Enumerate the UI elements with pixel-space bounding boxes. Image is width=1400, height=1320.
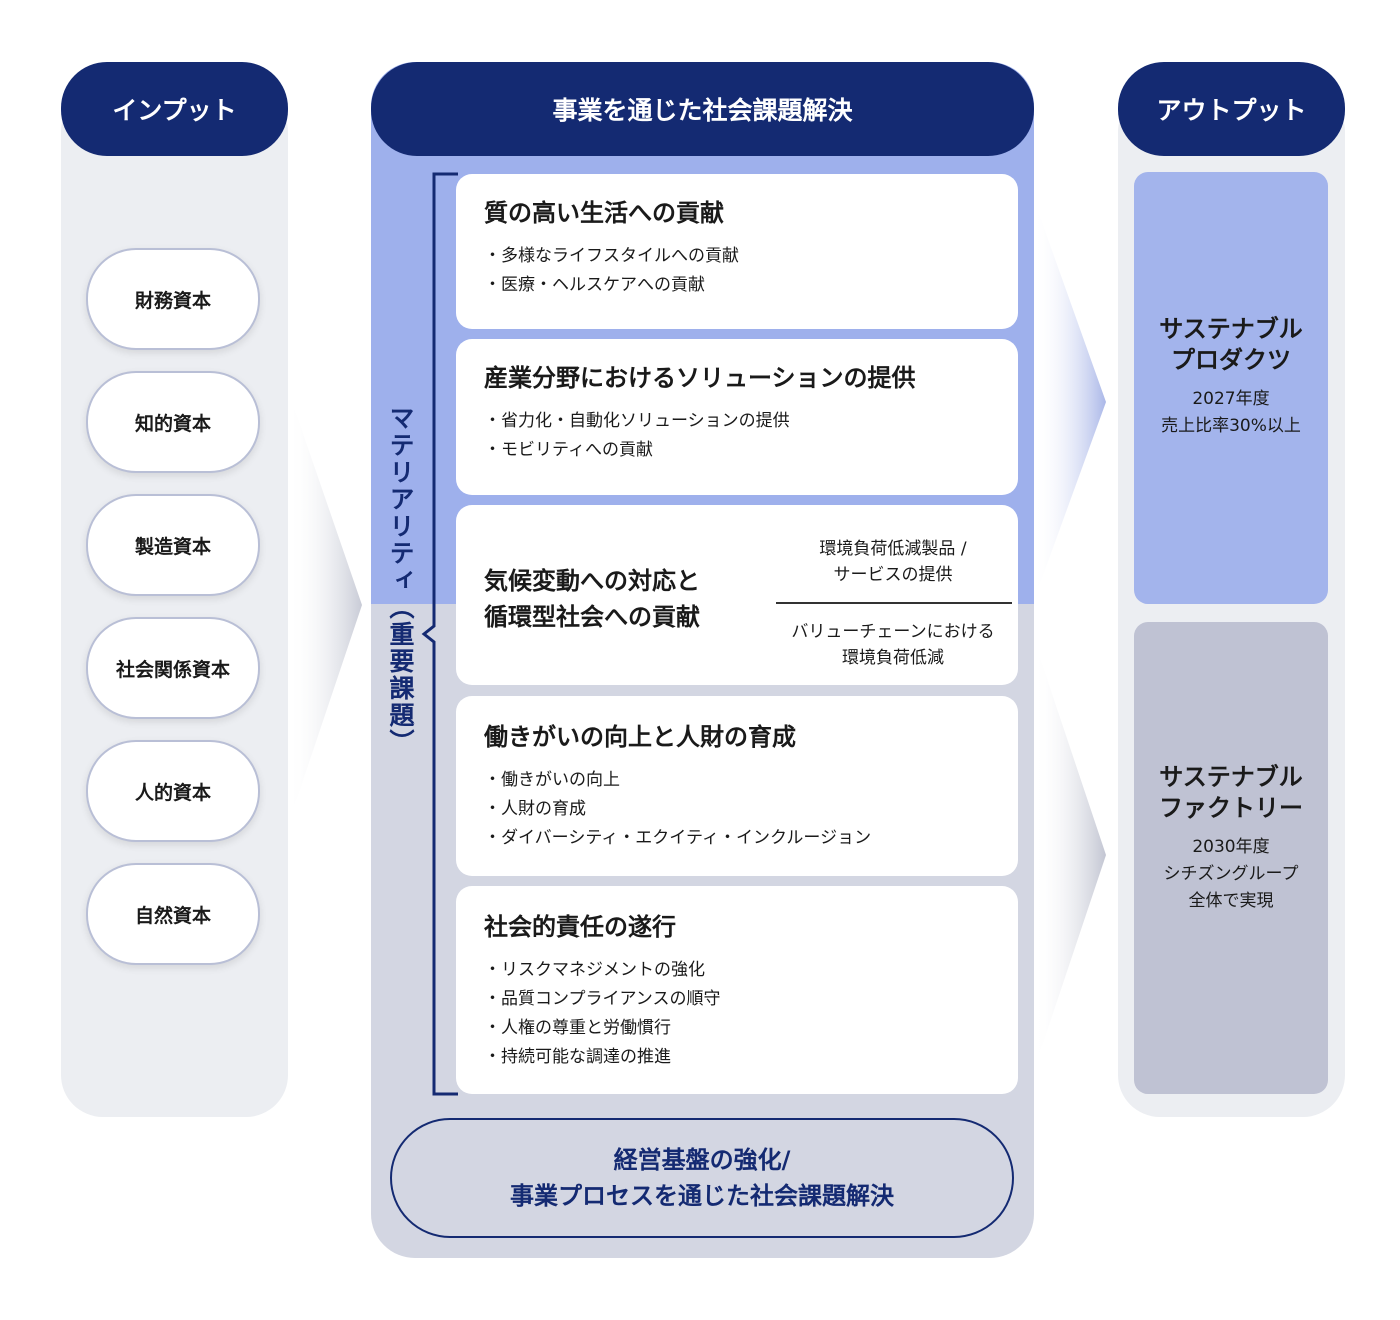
card-title: 働きがいの向上と人財の育成 [484,723,796,751]
materiality-label: マテリアリティ（重要課題） [386,405,415,756]
capital-natural: 自然資本 [86,863,260,965]
list-item: ・リスクマネジメントの強化 [484,960,705,980]
climate-sub-top: 環境負荷低減製品 / サービスの提供 [819,539,967,585]
card-title: 質の高い生活への貢献 [484,199,724,227]
list-item: ・品質コンプライアンスの順守 [484,989,721,1009]
capital-manufactured: 製造資本 [86,494,260,596]
list-item: ・人財の育成 [484,799,586,819]
output-sustainable-products: サステナブル プロダクツ 2027年度 売上比率30%以上 [1134,172,1328,604]
capital-social-relationship: 社会関係資本 [86,617,260,719]
output-flow-arrow-products [1034,200,1106,600]
card-industrial-solutions: 産業分野におけるソリューションの提供 ・省力化・自動化ソリューションの提供 ・モ… [456,339,1018,495]
list-item: ・持続可能な調達の推進 [484,1047,671,1067]
list-item: ・働きがいの向上 [484,770,620,790]
card-workplace-talent: 働きがいの向上と人財の育成 ・働きがいの向上 ・人財の育成 ・ダイバーシティ・エ… [456,696,1018,876]
card-items: ・リスクマネジメントの強化 ・品質コンプライアンスの順守 ・人権の尊重と労働慣行… [484,956,990,1072]
management-foundation-pill: 経営基盤の強化/ 事業プロセスを通じた社会課題解決 [390,1118,1014,1238]
climate-divider [776,602,1012,604]
output-sustainable-factory: サステナブル ファクトリー 2030年度 シチズングループ 全体で実現 [1134,622,1328,1094]
card-title: 社会的責任の遂行 [484,913,676,941]
card-title: 産業分野におけるソリューションの提供 [484,364,916,392]
center-header: 事業を通じた社会課題解決 [371,62,1034,156]
materiality-bracket [421,172,458,1096]
list-item: ・人権の尊重と労働慣行 [484,1018,671,1038]
card-items: ・多様なライフスタイルへの貢献 ・医療・ヘルスケアへの貢献 [484,242,990,300]
input-flow-arrow [288,390,362,825]
card-title: 気候変動への対応と 循環型社会への貢献 [484,567,700,631]
list-item: ・医療・ヘルスケアへの貢献 [484,275,705,295]
capital-financial: 財務資本 [86,248,260,350]
output-flow-arrow-factory [1034,640,1106,1070]
capital-intellectual: 知的資本 [86,371,260,473]
list-item: ・モビリティへの貢献 [484,440,653,460]
card-quality-of-life: 質の高い生活への貢献 ・多様なライフスタイルへの貢献 ・医療・ヘルスケアへの貢献 [456,174,1018,329]
climate-sub-bottom: バリューチェーンにおける 環境負荷低減 [791,622,995,668]
list-item: ・省力化・自動化ソリューションの提供 [484,411,790,431]
list-item: ・多様なライフスタイルへの貢献 [484,246,739,266]
card-items: ・省力化・自動化ソリューションの提供 ・モビリティへの貢献 [484,407,990,465]
card-items: ・働きがいの向上 ・人財の育成 ・ダイバーシティ・エクイティ・インクルージョン [484,766,990,853]
input-header: インプット [61,62,288,156]
card-social-responsibility: 社会的責任の遂行 ・リスクマネジメントの強化 ・品質コンプライアンスの順守 ・人… [456,886,1018,1094]
capital-human: 人的資本 [86,740,260,842]
output-header: アウトプット [1118,62,1345,156]
card-climate-circular: 気候変動への対応と 循環型社会への貢献 環境負荷低減製品 / サービスの提供 バ… [456,505,1018,685]
list-item: ・ダイバーシティ・エクイティ・インクルージョン [484,828,872,848]
